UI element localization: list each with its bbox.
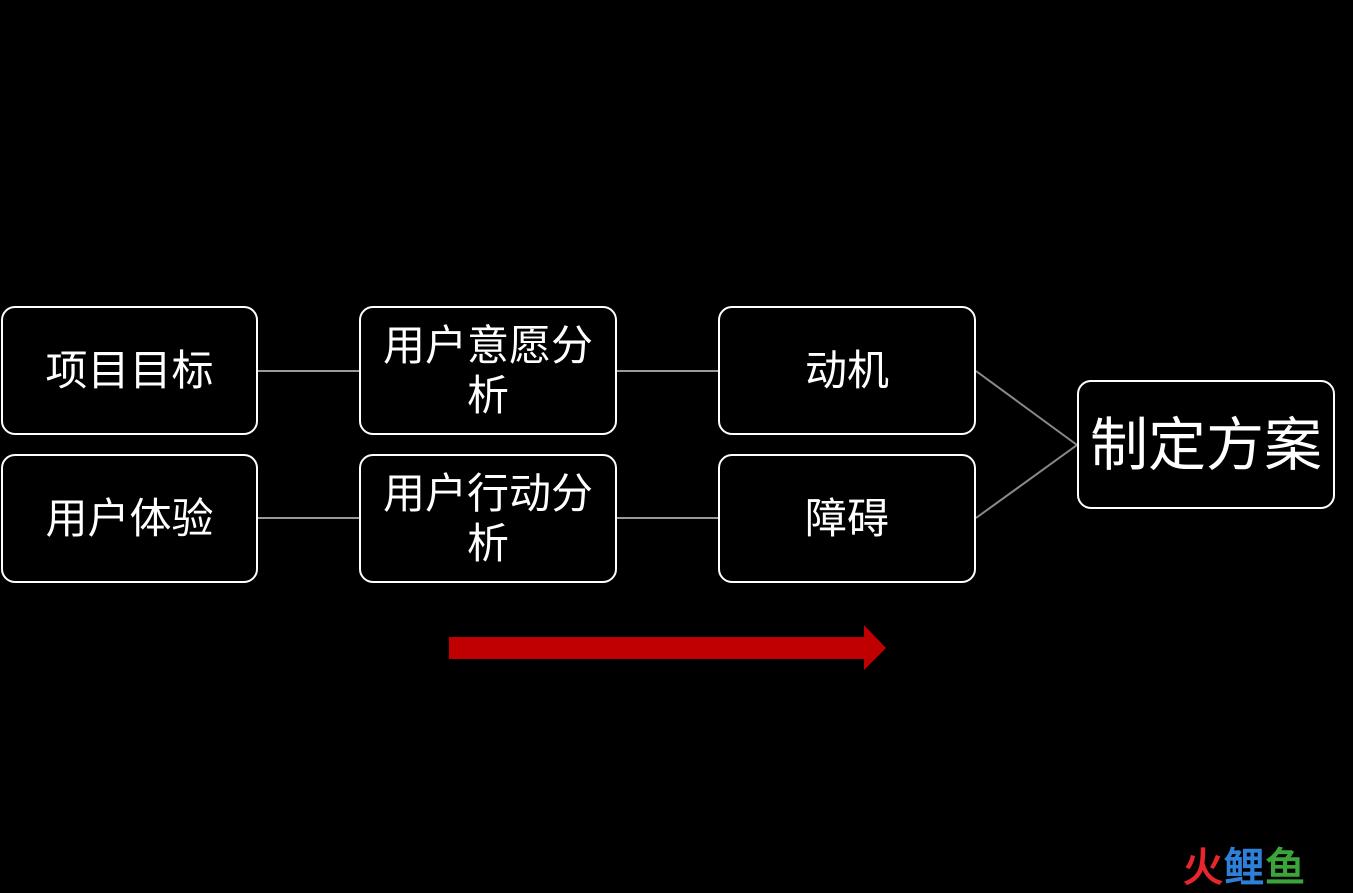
node-user-action-analysis: 用户行动分析 [359, 454, 617, 583]
node-project-goal-label: 项目目标 [45, 345, 214, 395]
node-make-plan: 制定方案 [1077, 380, 1335, 509]
node-make-plan-label: 制定方案 [1089, 410, 1322, 479]
direction-arrow [449, 625, 886, 670]
connector-motive-to-plan [975, 370, 1078, 446]
node-motive: 动机 [718, 306, 976, 435]
node-user-experience-label: 用户体验 [45, 493, 214, 543]
connector-barrier-to-plan [975, 444, 1078, 519]
node-user-will-analysis: 用户意愿分析 [359, 306, 617, 435]
node-user-experience: 用户体验 [1, 454, 258, 583]
node-user-will-analysis-label: 用户意愿分析 [382, 320, 593, 420]
node-barrier-label: 障碍 [804, 493, 889, 543]
node-barrier: 障碍 [718, 454, 976, 583]
watermark-logo: 火 鲤 鱼 [1183, 842, 1306, 891]
node-user-action-analysis-label: 用户行动分析 [382, 468, 593, 568]
node-motive-label: 动机 [804, 345, 889, 395]
node-project-goal: 项目目标 [1, 306, 258, 435]
watermark-char-1: 火 [1183, 845, 1224, 891]
watermark-char-3: 鱼 [1265, 845, 1306, 891]
watermark-char-2: 鲤 [1224, 845, 1265, 891]
